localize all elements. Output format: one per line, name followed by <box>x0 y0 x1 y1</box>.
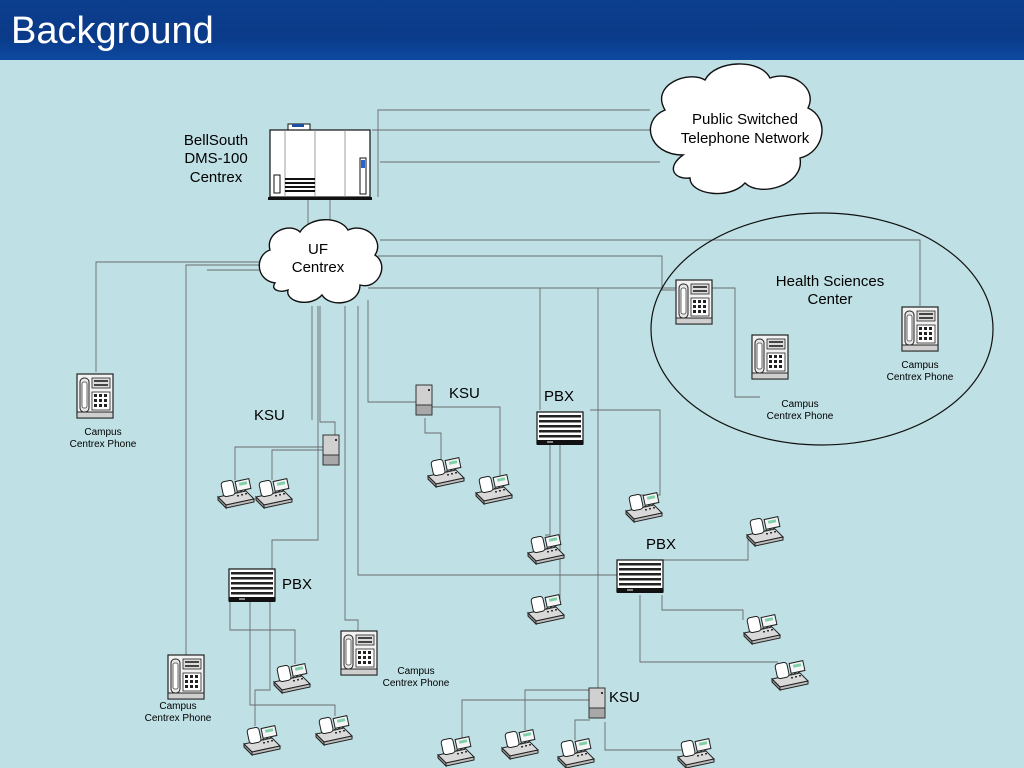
pstn-label-1: Public Switched <box>692 111 798 128</box>
desk-phone-icon <box>501 729 539 760</box>
campus-phone-label: Campus <box>397 666 434 677</box>
desk-phone-icon <box>751 334 789 380</box>
desk-phone-icon <box>625 492 663 523</box>
desk-phone-icon <box>243 725 281 756</box>
desk-phone-icon <box>527 594 565 625</box>
uf-centrex-cloud-icon: UF Centrex <box>258 219 383 304</box>
ksu-unit-icon <box>322 434 340 466</box>
ksu-unit-icon <box>588 687 606 719</box>
campus-phone-label: Campus <box>781 399 818 410</box>
desk-phone-icon <box>527 534 565 565</box>
hsc-label-2: Center <box>807 291 852 308</box>
desk-phone-icon <box>771 660 809 691</box>
dms-label-1: BellSouth <box>184 132 248 149</box>
desk-phone-icon <box>76 373 114 419</box>
desk-phone-icon <box>255 478 293 509</box>
header-bar: Background <box>0 0 1024 60</box>
desk-phone-icon <box>217 478 255 509</box>
desk-phone-icon <box>557 738 595 768</box>
campus-phone-label: Centrex Phone <box>767 411 834 422</box>
ksu-label: KSU <box>609 689 640 706</box>
dms-label-2: DMS-100 <box>184 150 247 167</box>
connection-lines <box>95 109 921 751</box>
hsc-label-1: Health Sciences <box>776 273 884 290</box>
pstn-label-2: Telephone Network <box>681 130 810 147</box>
desk-phone-icon <box>167 654 205 700</box>
campus-phone-label: Campus <box>901 360 938 371</box>
ksu-unit-icon <box>415 384 433 416</box>
desk-phone-icon <box>743 614 781 645</box>
pbx-label: PBX <box>646 536 676 553</box>
pstn-cloud-icon: Public Switched Telephone Network <box>649 63 823 195</box>
ksu-label: KSU <box>254 407 285 424</box>
desk-phone-icon <box>677 738 715 768</box>
dms-label-3: Centrex <box>190 169 243 186</box>
desk-phone-icon <box>273 663 311 694</box>
campus-phone-label: Centrex Phone <box>70 439 137 450</box>
pbx-unit-icon <box>616 559 664 594</box>
pbx-unit-icon <box>536 411 584 446</box>
desk-phone-icon <box>675 279 713 325</box>
campus-phone-label: Campus <box>159 701 196 712</box>
desk-phone-icon <box>315 715 353 746</box>
pbx-label: PBX <box>544 388 574 405</box>
dms-100-switch-icon <box>268 123 372 200</box>
uf-label-2: Centrex <box>292 259 345 276</box>
slide-title: Background <box>11 10 214 52</box>
campus-phone-label: Centrex Phone <box>145 713 212 724</box>
campus-phone-label: Campus <box>84 427 121 438</box>
desk-phone-icon <box>340 630 378 676</box>
desk-phone-icon <box>437 736 475 767</box>
pbx-label: PBX <box>282 576 312 593</box>
campus-phone-label: Centrex Phone <box>887 372 954 383</box>
desk-phone-icon <box>901 306 939 352</box>
ksu-label: KSU <box>449 385 480 402</box>
desk-phone-icon <box>427 457 465 488</box>
health-sciences-boundary <box>650 212 994 446</box>
pbx-unit-icon <box>228 568 276 603</box>
desk-phone-icon <box>746 516 784 547</box>
desk-phone-icon <box>475 474 513 505</box>
uf-label-1: UF <box>308 241 328 258</box>
campus-phone-label: Centrex Phone <box>383 678 450 689</box>
